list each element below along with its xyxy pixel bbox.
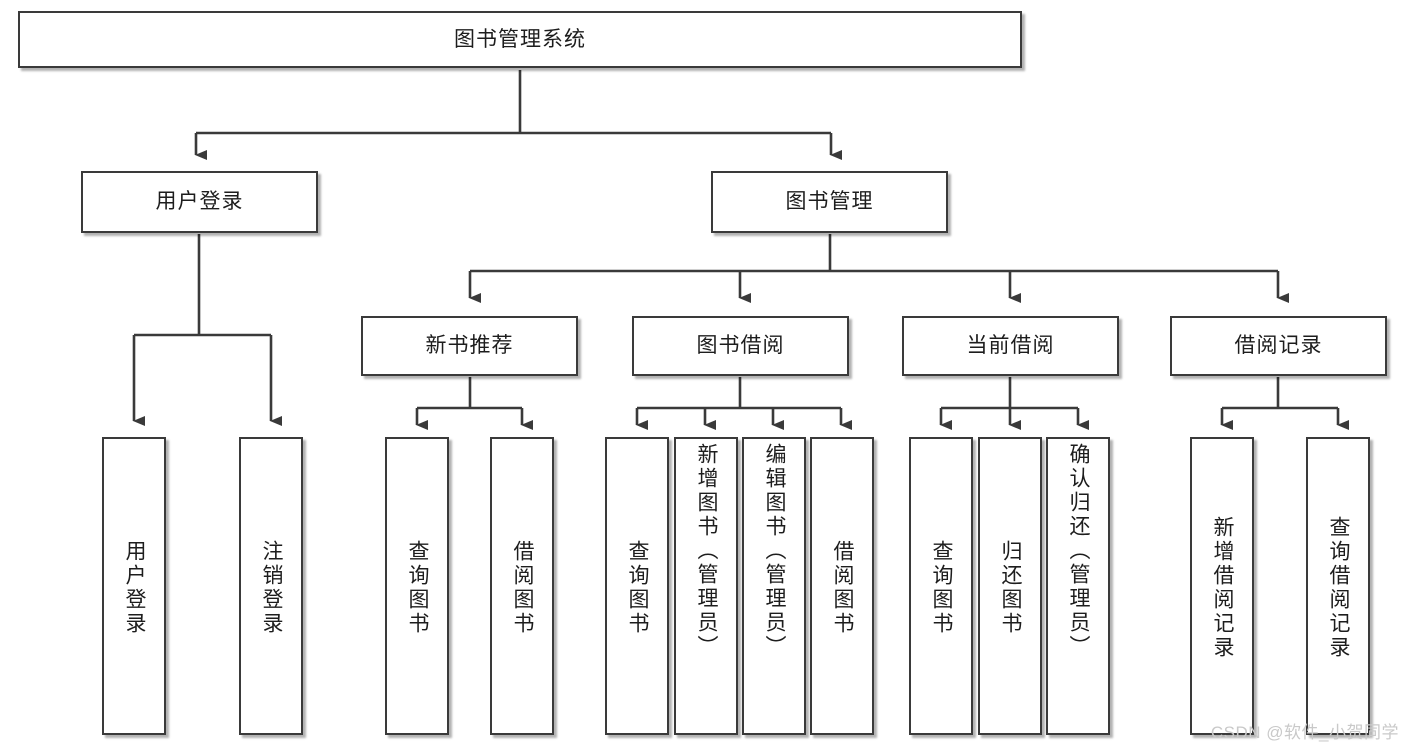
leaf-add-book[interactable]: 新增图书（管理员） <box>674 437 738 735</box>
csdn-watermark: CSDN @软件_小贺同学 <box>1210 723 1399 742</box>
leaf-return-book[interactable]: 归还图书 <box>978 437 1042 735</box>
leaf-query-book-3-label: 查询图书 <box>930 540 954 636</box>
leaf-query-book-2-label: 查询图书 <box>626 540 650 636</box>
leaf-add-book-label: 新增图书（管理员） <box>695 443 719 659</box>
leaf-edit-book-label: 编辑图书（管理员） <box>763 443 787 659</box>
node-book-manage-label: 图书管理 <box>785 190 874 214</box>
node-user-login[interactable]: 用户登录 <box>81 171 318 233</box>
node-book-borrow[interactable]: 图书借阅 <box>632 316 849 376</box>
leaf-user-login-label: 用户登录 <box>123 540 147 636</box>
node-user-login-label: 用户登录 <box>155 190 244 214</box>
leaf-borrow-book-2[interactable]: 借阅图书 <box>810 437 874 735</box>
leaf-return-book-label: 归还图书 <box>999 540 1023 636</box>
node-current-borrow-label: 当前借阅 <box>966 334 1055 358</box>
node-new-book-rec[interactable]: 新书推荐 <box>361 316 578 376</box>
node-root[interactable]: 图书管理系统 <box>18 11 1022 68</box>
leaf-add-record-label: 新增借阅记录 <box>1211 516 1235 660</box>
leaf-borrow-book-1[interactable]: 借阅图书 <box>490 437 554 735</box>
node-new-book-rec-label: 新书推荐 <box>425 334 514 358</box>
node-book-manage[interactable]: 图书管理 <box>711 171 948 233</box>
leaf-borrow-book-1-label: 借阅图书 <box>511 540 535 636</box>
node-current-borrow[interactable]: 当前借阅 <box>902 316 1119 376</box>
node-borrow-record-label: 借阅记录 <box>1234 334 1323 358</box>
node-root-label: 图书管理系统 <box>454 27 586 51</box>
leaf-confirm-return-label: 确认归还（管理员） <box>1067 443 1091 659</box>
leaf-edit-book[interactable]: 编辑图书（管理员） <box>742 437 806 735</box>
leaf-add-record[interactable]: 新增借阅记录 <box>1190 437 1254 735</box>
leaf-borrow-book-2-label: 借阅图书 <box>831 540 855 636</box>
leaf-confirm-return[interactable]: 确认归还（管理员） <box>1046 437 1110 735</box>
node-book-borrow-label: 图书借阅 <box>696 334 785 358</box>
leaf-logout-login-label: 注销登录 <box>260 540 284 636</box>
leaf-user-login[interactable]: 用户登录 <box>102 437 166 735</box>
leaf-query-book-2[interactable]: 查询图书 <box>605 437 669 735</box>
node-borrow-record[interactable]: 借阅记录 <box>1170 316 1387 376</box>
leaf-query-book-1[interactable]: 查询图书 <box>385 437 449 735</box>
leaf-query-record-label: 查询借阅记录 <box>1327 516 1351 660</box>
leaf-query-record[interactable]: 查询借阅记录 <box>1306 437 1370 735</box>
leaf-query-book-3[interactable]: 查询图书 <box>909 437 973 735</box>
leaf-logout-login[interactable]: 注销登录 <box>239 437 303 735</box>
leaf-query-book-1-label: 查询图书 <box>406 540 430 636</box>
